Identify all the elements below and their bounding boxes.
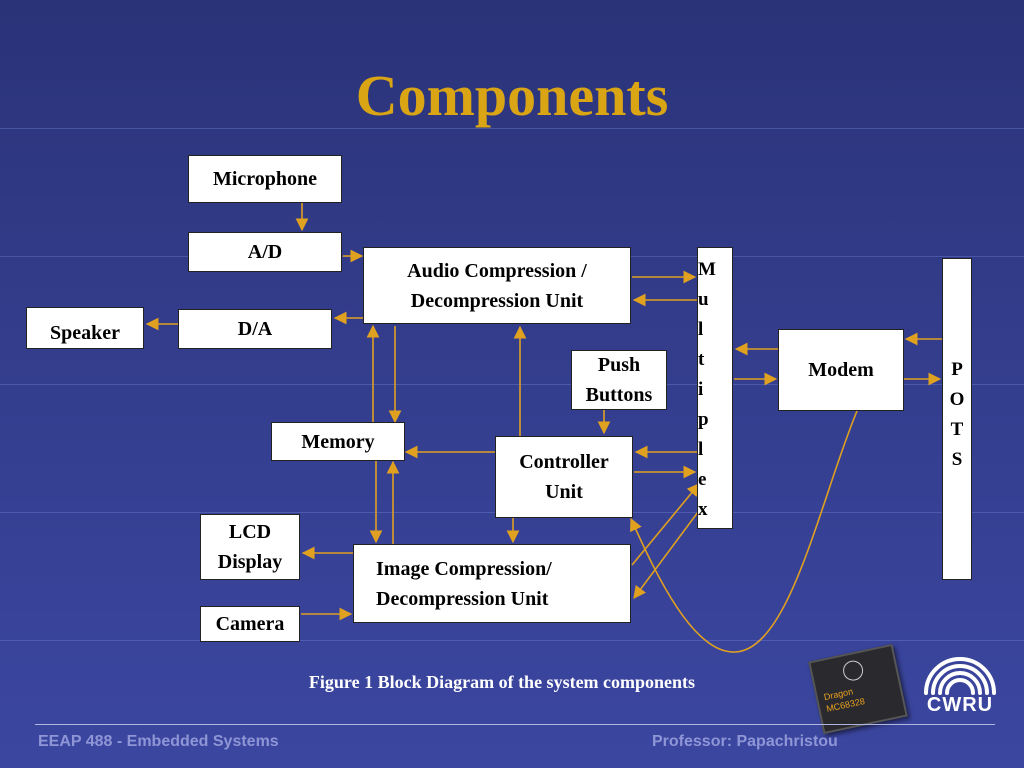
- motorola-logo-icon: [841, 658, 865, 683]
- camera-label: Camera: [215, 613, 285, 635]
- multiplex-letter: p: [698, 409, 709, 430]
- pots-block: P O T S: [942, 258, 972, 580]
- push-buttons-line-2: Buttons: [585, 384, 653, 406]
- microphone-label: Microphone: [212, 168, 318, 190]
- figure-caption: Figure 1 Block Diagram of the system com…: [308, 672, 696, 692]
- push-buttons-line-1: Push: [597, 354, 641, 376]
- footer-course: EEAP 488 - Embedded Systems: [38, 733, 279, 750]
- multiplex-letter: e: [698, 469, 707, 490]
- lcd-line-1: LCD: [228, 521, 272, 543]
- audio-compression-unit: Audio Compression / Decompression Unit: [363, 247, 631, 324]
- image-compression-unit: Image Compression/ Decompression Unit: [353, 544, 631, 623]
- modem-block: Modem: [778, 329, 904, 411]
- multiplex-letter: M: [698, 259, 716, 280]
- arrow-modem-controller: [630, 410, 858, 653]
- cwru-logo-icon: [924, 657, 996, 695]
- image-unit-line-1: Image Compression/: [376, 557, 552, 580]
- push-buttons-block: Push Buttons: [571, 350, 667, 410]
- pots-letter: O: [949, 389, 965, 410]
- multiplex-block: M u l t i p l e x: [697, 247, 733, 529]
- lcd-line-2: Display: [217, 551, 283, 573]
- camera-block: Camera: [200, 606, 300, 642]
- memory-block: Memory: [271, 422, 405, 461]
- pots-letter: T: [950, 419, 964, 440]
- multiplex-letter: i: [698, 379, 704, 400]
- pots-letter: P: [951, 359, 963, 380]
- arrow-image-mux: [631, 483, 700, 566]
- chip-label: Dragon MC68328: [823, 683, 866, 715]
- controller-unit: Controller Unit: [495, 436, 633, 518]
- background-rule: [0, 128, 1024, 129]
- multiplex-letter: u: [698, 289, 709, 310]
- background-rule: [0, 640, 1024, 641]
- da-converter-block: D/A: [178, 309, 332, 349]
- lcd-display-block: LCD Display: [200, 514, 300, 580]
- speaker-label: Speaker: [50, 322, 120, 344]
- modem-label: Modem: [808, 359, 874, 381]
- multiplex-letter: x: [698, 499, 708, 520]
- audio-unit-line-1: Audio Compression /: [407, 259, 587, 282]
- ad-converter-block: A/D: [188, 232, 342, 272]
- multiplex-letter: l: [698, 319, 704, 340]
- multiplex-letter: l: [698, 439, 704, 460]
- background-rule: [0, 384, 1024, 385]
- footer-divider: [35, 724, 995, 725]
- audio-unit-line-2: Decompression Unit: [410, 289, 584, 312]
- microphone-block: Microphone: [188, 155, 342, 203]
- pots-letter: S: [951, 449, 963, 470]
- ad-label: A/D: [247, 241, 283, 263]
- speaker-block: Speaker: [26, 307, 144, 349]
- controller-line-2: Unit: [545, 481, 583, 503]
- arrow-mux-image: [633, 507, 702, 600]
- multiplex-letter: t: [698, 349, 705, 370]
- controller-line-1: Controller: [519, 451, 609, 473]
- image-unit-line-2: Decompression Unit: [376, 587, 549, 610]
- footer-professor: Professor: Papachristou: [652, 733, 838, 750]
- cwru-logo-text: CWRU: [926, 694, 994, 716]
- memory-label: Memory: [301, 430, 375, 453]
- slide-title: Components: [355, 63, 669, 128]
- da-label: D/A: [237, 318, 273, 340]
